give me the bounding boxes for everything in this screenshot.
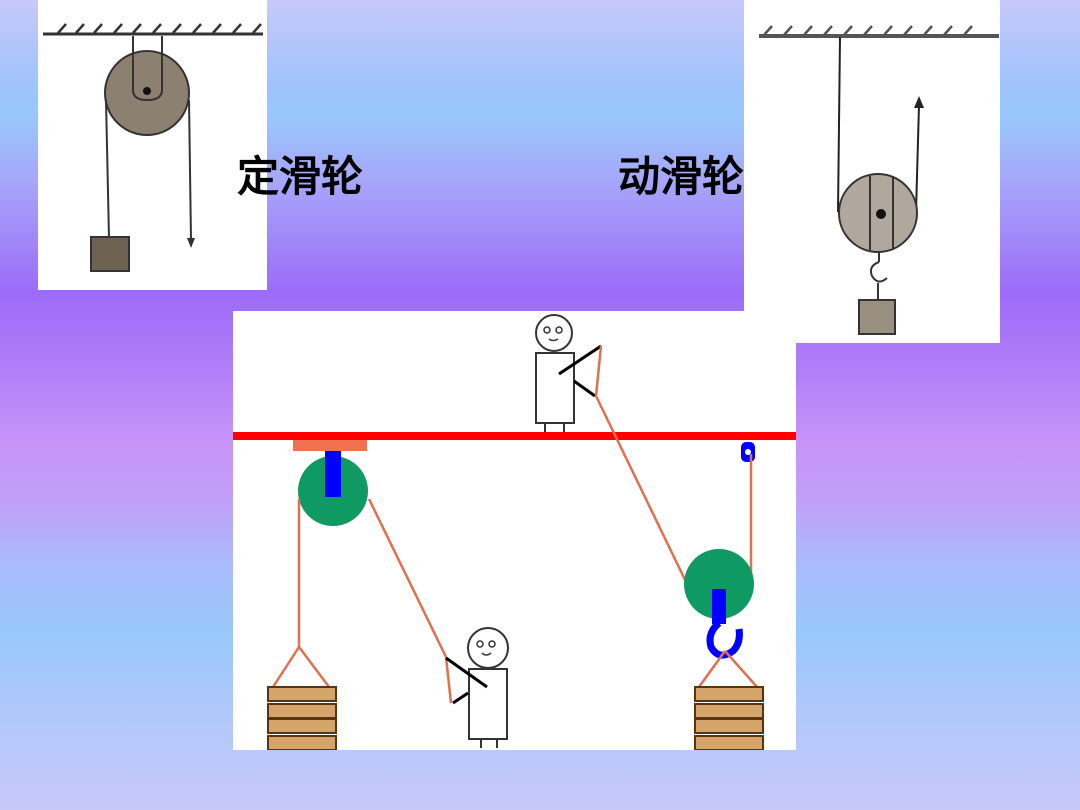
movable-pulley-diagram	[744, 0, 1000, 343]
pulley-mount	[293, 440, 367, 451]
movable-pulley-illustration	[759, 25, 999, 335]
right-crate-stack	[694, 686, 764, 750]
pulley-comparison-scene	[233, 311, 796, 750]
scene-illustration	[233, 314, 796, 750]
person-pulling-up	[535, 314, 575, 432]
left-crate-stack	[267, 686, 337, 750]
movable-pulley-axle	[712, 589, 726, 624]
movable-pulley-label: 动滑轮	[618, 152, 745, 201]
person-pulling-down	[467, 627, 509, 748]
movable-pulley-hook	[706, 620, 743, 659]
ceiling-beam	[233, 432, 796, 440]
fixed-pulley-diagram	[38, 0, 267, 290]
movable-pulley-wheel	[684, 549, 754, 619]
fixed-pulley-label: 定滑轮	[237, 152, 364, 201]
fixed-pulley-illustration	[43, 23, 263, 272]
fixed-pulley-axle	[325, 451, 341, 497]
